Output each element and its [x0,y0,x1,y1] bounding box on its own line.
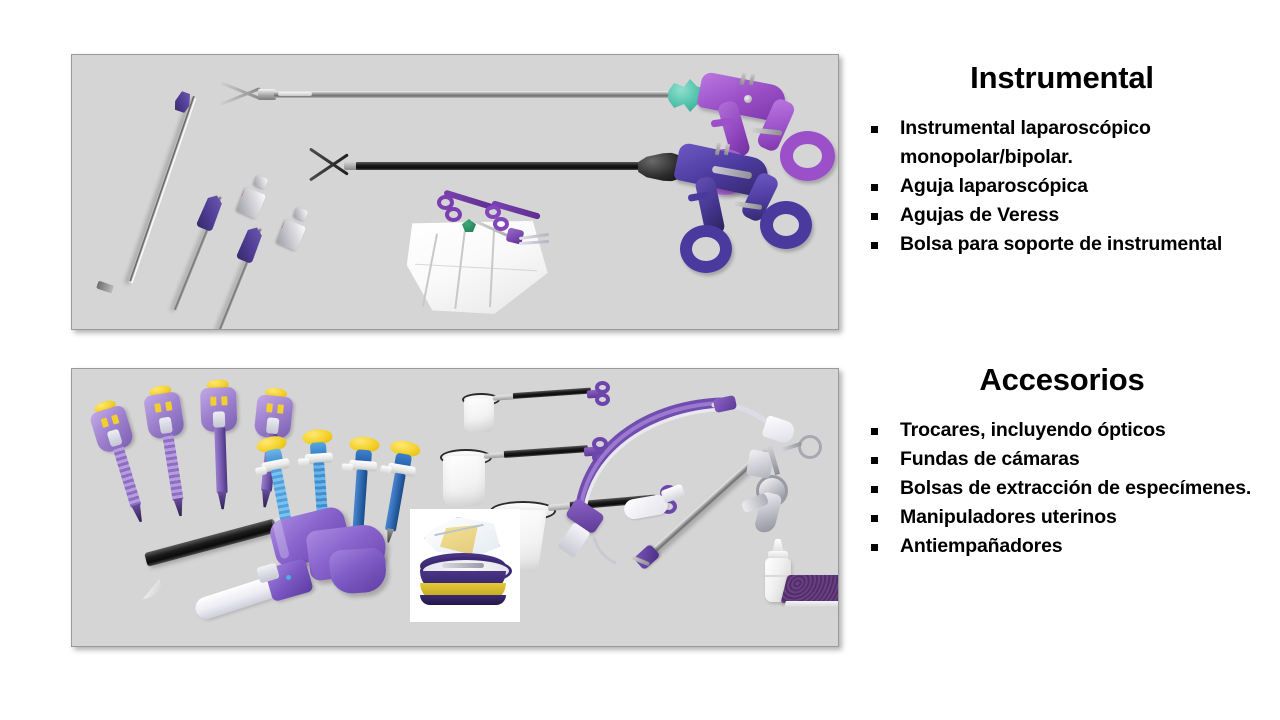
bullet-text: Bolsas de extracción de especímenes. [900,477,1252,499]
accesorios-title: Accesorios [979,362,1145,397]
square-bullet-icon [871,126,878,133]
bullet-item: Bolsas de extracción de especímenes. [862,474,1262,503]
bullet-item: Fundas de cámaras [862,445,1262,474]
bullet-text: Agujas de Veress [900,204,1060,226]
bullet-item: Bolsa para soporte de instrumental [862,230,1262,259]
bullet-text: Fundas de cámaras [900,448,1080,470]
bullet-text: Aguja laparoscópica [900,175,1088,197]
bullet-text: Antiempañadores [900,535,1063,557]
antiempanador-esponja [780,575,838,615]
manipulador-uterino-morado [557,387,804,577]
square-bullet-icon [871,486,878,493]
instrumental-text-column: Instrumental Instrumental laparoscópico … [862,60,1262,259]
manipulador-uterino-metalico [631,427,832,607]
instrumental-bullet-list: Instrumental laparoscópico monopolar/bip… [862,114,1262,259]
bullet-text: Bolsa para soporte de instrumental [900,233,1223,255]
square-bullet-icon [871,544,878,551]
funda-de-camara [410,509,520,622]
bolsa-extraccion-especimenes-2 [440,437,630,527]
square-bullet-icon [871,242,878,249]
square-bullet-icon [871,428,878,435]
bullet-item: Aguja laparoscópica [862,172,1262,201]
square-bullet-icon [871,515,878,522]
accesorios-image-panel [71,368,839,647]
bolsa-extraccion-especimenes-1 [462,381,642,449]
bullet-item: Instrumental laparoscópico monopolar/bip… [862,114,1262,172]
bullet-item: Manipuladores uterinos [862,503,1262,532]
instrumental-image-panel [71,54,839,330]
pinza-laparoscopica-monopolar [302,141,822,283]
bullet-text: Trocares, incluyendo ópticos [900,419,1166,441]
instrumental-title: Instrumental [970,60,1154,95]
trocar-pistola-morado [132,495,392,635]
square-bullet-icon [871,457,878,464]
accesorios-text-column: Accesorios Trocares, incluyendo ópticos … [862,362,1262,561]
bullet-item: Trocares, incluyendo ópticos [862,416,1262,445]
monopolar-finger-ring-fixed [760,201,812,249]
bolsa-soporte-instrumental [407,189,587,325]
monopolar-finger-ring-moving [680,225,732,273]
bullet-text: Instrumental laparoscópico monopolar/bip… [900,117,1151,168]
square-bullet-icon [871,184,878,191]
bullet-item: Antiempañadores [862,532,1262,561]
bullet-item: Agujas de Veress [862,201,1262,230]
square-bullet-icon [871,213,878,220]
accesorios-bullet-list: Trocares, incluyendo ópticos Fundas de c… [862,416,1262,561]
bullet-text: Manipuladores uterinos [900,506,1117,528]
